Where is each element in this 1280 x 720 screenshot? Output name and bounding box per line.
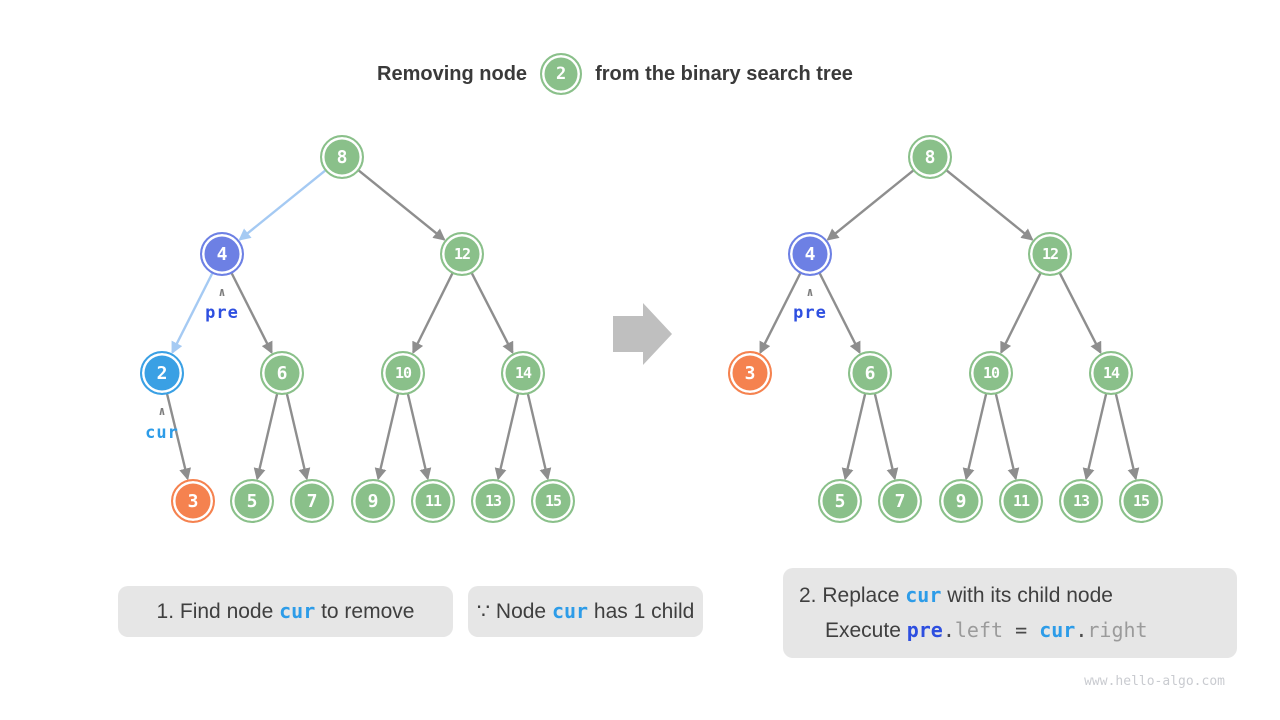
tree-node-after-10: 10 — [969, 351, 1013, 395]
pointer-label-before-cur: cur — [145, 423, 179, 443]
caption-segment: Execute — [825, 618, 907, 642]
edge-before-14-13 — [494, 392, 520, 481]
tree-node-before-14: 14 — [501, 351, 545, 395]
edge-before-8-12 — [356, 168, 446, 241]
caption-segment: . — [942, 617, 955, 642]
tree-node-after-8: 8 — [908, 135, 952, 179]
tree-node-after-14: 14 — [1089, 351, 1133, 395]
pointer-label-before-pre: pre — [205, 303, 239, 323]
caption-segment: cur — [279, 598, 316, 623]
edge-after-6-5 — [841, 392, 867, 481]
caption-segment: has 1 child — [588, 599, 695, 623]
tree-node-after-13: 13 — [1059, 479, 1103, 523]
caption-box-2: ∵ Node cur has 1 child — [468, 586, 703, 637]
edge-after-10-9 — [962, 392, 988, 481]
title-prefix: Removing node — [377, 62, 528, 85]
tree-node-before-8: 8 — [320, 135, 364, 179]
caption-segment: with its child node — [941, 583, 1113, 607]
caption-segment: cur — [1039, 617, 1076, 642]
tree-node-before-2: 2 — [140, 351, 184, 395]
tree-node-after-12: 12 — [1028, 232, 1072, 276]
transition-arrow-icon — [613, 303, 672, 365]
edge-after-8-12 — [944, 168, 1034, 241]
caption-1-line-1: 1. Find node cur to remove — [157, 595, 415, 629]
tree-node-before-9: 9 — [351, 479, 395, 523]
edge-after-4-6 — [817, 271, 861, 355]
edge-before-6-5 — [253, 392, 279, 481]
tree-node-after-7: 7 — [878, 479, 922, 523]
tree-node-after-6: 6 — [848, 351, 892, 395]
caret-icon-before-pre: ∧ — [218, 285, 226, 299]
caret-icon-after-pre: ∧ — [806, 285, 814, 299]
edge-before-6-7 — [285, 392, 311, 481]
tree-node-after-11: 11 — [999, 479, 1043, 523]
edge-before-8-4 — [238, 168, 328, 241]
tree-node-after-4: 4 — [788, 232, 832, 276]
edge-before-4-2 — [171, 271, 215, 355]
tree-node-before-5: 5 — [230, 479, 274, 523]
caption-3-line-1: 2. Replace cur with its child node — [799, 579, 1237, 613]
edge-after-14-15 — [1114, 392, 1140, 481]
caption-segment: ∵ Node — [476, 599, 552, 623]
caption-segment: = — [1003, 617, 1040, 642]
caption-3-line-2: Execute pre.left = cur.right — [799, 613, 1237, 648]
watermark: www.hello-algo.com — [1084, 674, 1225, 689]
caption-segment: to remove — [315, 599, 415, 623]
tree-node-before-10: 10 — [381, 351, 425, 395]
tree-node-after-5: 5 — [818, 479, 862, 523]
edge-after-6-7 — [873, 392, 899, 481]
edge-after-12-14 — [1058, 271, 1102, 355]
tree-node-before-12: 12 — [440, 232, 484, 276]
caption-2-line-1: ∵ Node cur has 1 child — [477, 595, 695, 629]
tree-node-before-11: 11 — [411, 479, 455, 523]
edge-after-12-10 — [1000, 271, 1043, 355]
edge-before-2-3 — [165, 392, 192, 481]
edge-after-10-11 — [994, 392, 1020, 481]
caption-segment: left — [954, 617, 1004, 642]
caret-icon-before-cur: ∧ — [158, 404, 166, 418]
edge-before-14-15 — [526, 392, 552, 481]
title-node-circle: 2 — [540, 53, 583, 95]
title-node-value: 2 — [555, 64, 567, 84]
caption-segment: cur — [551, 598, 589, 623]
caption-segment: right — [1087, 617, 1148, 642]
tree-node-after-15: 15 — [1119, 479, 1163, 523]
tree-node-before-4: 4 — [200, 232, 244, 276]
edge-before-10-11 — [406, 392, 432, 481]
caption-segment: 1. Find node — [156, 599, 280, 623]
edge-before-12-10 — [412, 271, 455, 355]
edge-after-8-4 — [826, 168, 916, 241]
pointer-label-after-pre: pre — [793, 303, 827, 323]
edge-before-10-9 — [374, 392, 400, 481]
edge-before-4-6 — [229, 271, 273, 355]
caption-segment: 2. Replace — [799, 583, 906, 607]
tree-node-after-9: 9 — [939, 479, 983, 523]
caption-box-1: 1. Find node cur to remove — [118, 586, 453, 637]
edge-after-14-13 — [1082, 392, 1108, 481]
tree-node-before-13: 13 — [471, 479, 515, 523]
tree-node-before-15: 15 — [531, 479, 575, 523]
tree-node-after-3: 3 — [728, 351, 772, 395]
caption-segment: pre — [906, 617, 943, 642]
title-suffix: from the binary search tree — [595, 62, 853, 85]
page-title: Removing node 2 from the binary search t… — [0, 53, 1280, 95]
tree-node-before-6: 6 — [260, 351, 304, 395]
caption-segment: . — [1075, 617, 1088, 642]
tree-node-before-3: 3 — [171, 479, 215, 523]
tree-node-before-7: 7 — [290, 479, 334, 523]
edge-before-12-14 — [470, 271, 514, 355]
edge-after-4-3 — [759, 271, 803, 355]
caption-segment: cur — [905, 582, 942, 607]
